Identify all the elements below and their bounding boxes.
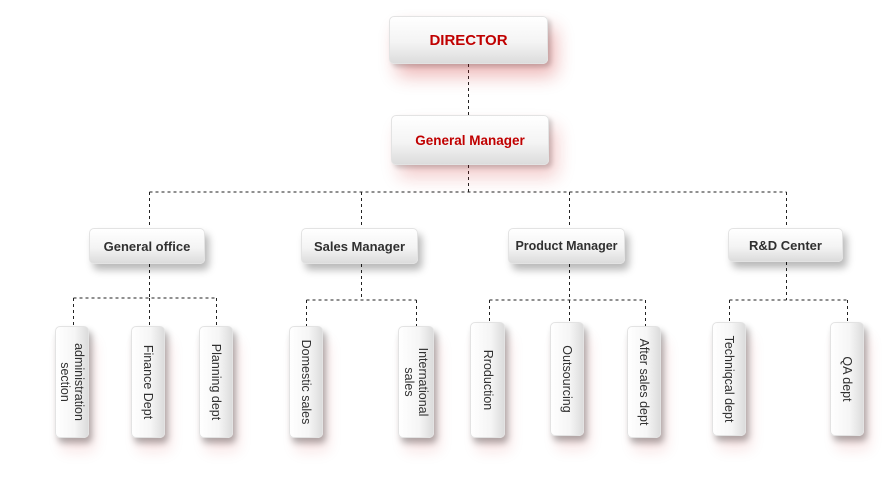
department-outsourcing: Outsourcing bbox=[550, 322, 584, 436]
department-label: Outsourcing bbox=[560, 345, 574, 413]
department-finance: Finance Dept bbox=[131, 326, 165, 438]
sales-manager-label: Sales Manager bbox=[313, 238, 406, 254]
department-planning: Planning dept bbox=[199, 326, 233, 438]
general-office-label: General office bbox=[103, 238, 191, 254]
general-manager-box: General Manager bbox=[391, 115, 549, 165]
department-label: After sales dept bbox=[637, 338, 651, 426]
director-box: DIRECTOR bbox=[389, 16, 548, 64]
department-label: Finance Dept bbox=[141, 344, 155, 420]
department-label: International sales bbox=[402, 347, 430, 417]
department-after-sales: After sales dept bbox=[627, 326, 661, 438]
department-technical: Techniqcal dept bbox=[712, 322, 746, 436]
department-qa: QA dept bbox=[830, 322, 864, 436]
department-label: Domestic sales bbox=[299, 339, 313, 425]
department-label: administration section bbox=[58, 343, 86, 421]
rd-center-box: R&D Center bbox=[728, 228, 843, 262]
department-label: Techniqcal dept bbox=[722, 335, 736, 423]
department-label: Rroduction bbox=[480, 349, 495, 411]
department-administration-section: administration section bbox=[55, 326, 89, 438]
sales-manager-box: Sales Manager bbox=[301, 228, 418, 264]
department-production: Rroduction bbox=[470, 322, 505, 438]
department-label: QA dept bbox=[840, 356, 854, 402]
director-label: DIRECTOR bbox=[429, 31, 508, 49]
department-international-sales: International sales bbox=[398, 326, 434, 438]
department-label: Planning dept bbox=[209, 343, 223, 421]
rd-center-label: R&D Center bbox=[749, 237, 822, 253]
general-manager-label: General Manager bbox=[415, 132, 525, 148]
product-manager-label: Product Manager bbox=[515, 239, 618, 253]
general-office-box: General office bbox=[89, 228, 205, 264]
department-domestic-sales: Domestic sales bbox=[289, 326, 323, 438]
product-manager-box: Product Manager bbox=[508, 228, 625, 264]
